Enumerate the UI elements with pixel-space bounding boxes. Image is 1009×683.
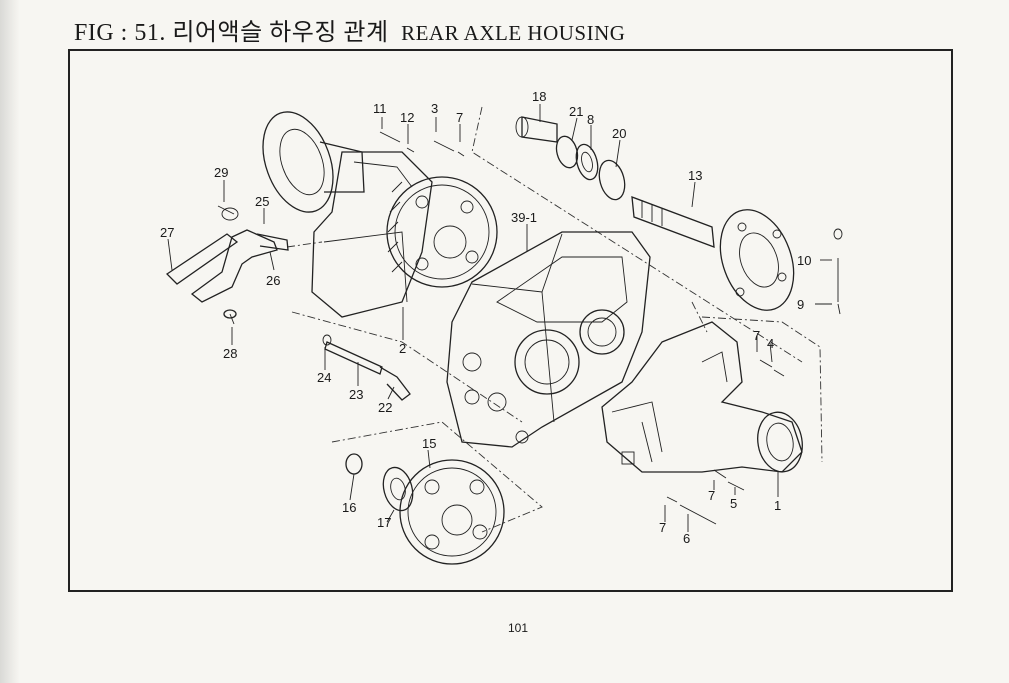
- fasteners: [379, 131, 843, 525]
- callout-7-lower: 7: [708, 488, 715, 503]
- callout-20: 17: [377, 515, 391, 530]
- callout-8: 8: [587, 112, 594, 127]
- callout-25: 25: [255, 194, 269, 209]
- callout-22: 22: [378, 400, 392, 415]
- callout-13: 13: [688, 168, 702, 183]
- callout-39-1: 39-1: [511, 210, 537, 225]
- center-lines: [286, 106, 823, 533]
- callout-2: 2: [399, 341, 406, 356]
- callout-29: 29: [214, 165, 228, 180]
- callout-7-right: 7: [753, 328, 760, 343]
- callout-15: 15: [422, 436, 436, 451]
- figure-title-english: REAR AXLE HOUSING: [401, 21, 626, 45]
- page-binding-shadow: [0, 0, 20, 683]
- callout-23: 23: [349, 387, 363, 402]
- callout-10: 10: [797, 253, 811, 268]
- figure-title-korean: 리어액슬 하우징 관계: [172, 20, 389, 46]
- exploded-view-drawing: 11 12 3 7 18 21 8 20 13 39-1 29 25 27 26…: [160, 89, 843, 565]
- part-39-1-transmission-case: [446, 231, 651, 448]
- callout-18: 16: [342, 500, 356, 515]
- callout-17: 20: [612, 126, 626, 141]
- parts-22-24-shift-rod: [322, 334, 411, 401]
- callout-4: 4: [767, 336, 774, 351]
- callout-3: 3: [431, 101, 438, 116]
- figure-title: FIG : 51. 리어액슬 하우징 관계 REAR AXLE HOUSING: [74, 12, 625, 47]
- figure-number: FIG : 51.: [74, 20, 166, 46]
- page-number: 101: [508, 621, 529, 635]
- callout-1: 1: [774, 498, 781, 513]
- callout-5: 5: [730, 496, 737, 511]
- callout-labels: 11 12 3 7 18 21 8 20 13 39-1 29 25 27 26…: [160, 89, 811, 546]
- callout-6: 6: [683, 531, 690, 546]
- part-13-axle-shaft: [515, 116, 795, 311]
- part-15-gear: [345, 453, 505, 565]
- callout-28: 28: [223, 346, 237, 361]
- callout-11: 11: [373, 101, 387, 116]
- callout-21: 21: [569, 104, 583, 119]
- callout-7-bottom: 7: [659, 520, 666, 535]
- parts-25-29-lever-linkage: [165, 205, 289, 325]
- callout-27: 27: [160, 225, 174, 240]
- part-1-rear-housing: [601, 321, 803, 473]
- leader-lines: [167, 104, 832, 532]
- part-2-housing-assembly: [262, 111, 498, 318]
- callout-24: 24: [317, 370, 331, 385]
- callout-9: 9: [797, 297, 804, 312]
- callout-16: 18: [532, 89, 546, 104]
- callout-12: 12: [400, 110, 414, 125]
- callout-7-top: 7: [456, 110, 463, 125]
- callout-26: 26: [266, 273, 280, 288]
- diagram-frame: 11 12 3 7 18 21 8 20 13 39-1 29 25 27 26…: [68, 49, 953, 592]
